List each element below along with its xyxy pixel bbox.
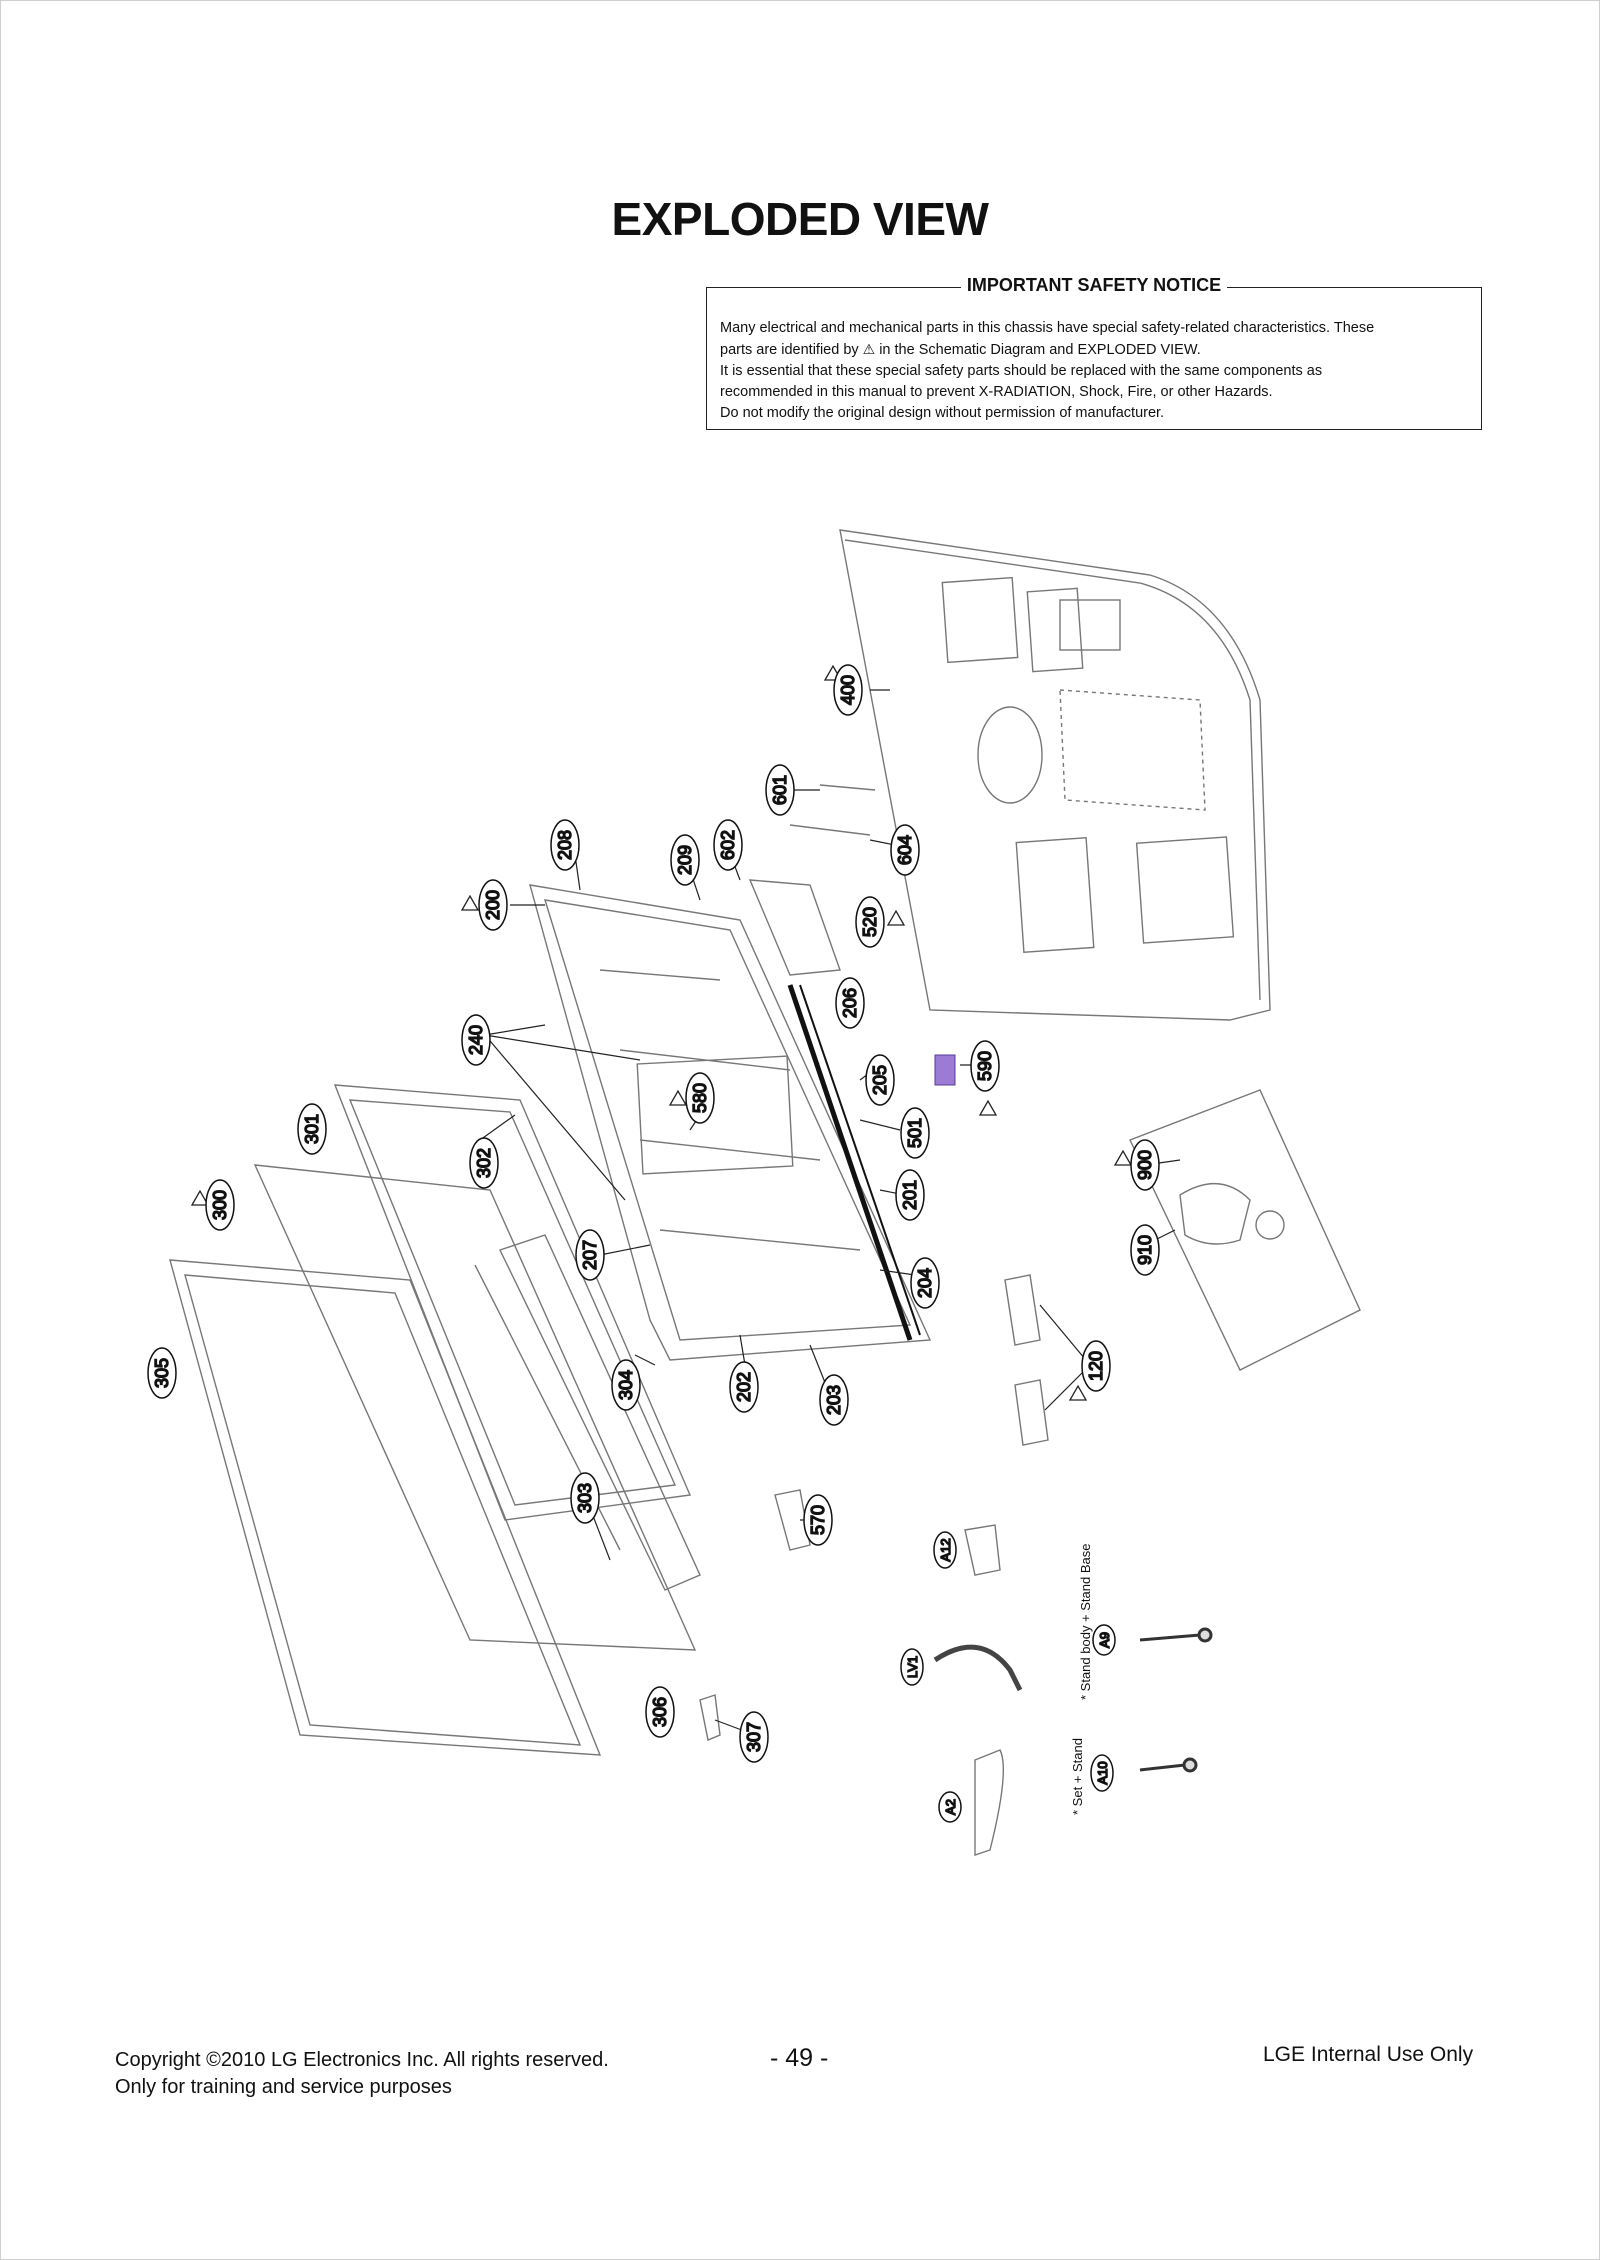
callout-305: 305 [152,1358,172,1388]
callout-520: 520 [860,907,880,937]
callout-301: 301 [302,1114,322,1144]
warning-triangle-icon: ⚠ [862,341,876,357]
callout-204: 204 [915,1268,935,1298]
callout-208: 208 [555,830,575,860]
warning-triangle-icon [1068,1384,1088,1401]
callout-307: 307 [744,1722,764,1752]
cable-lv1-icon [933,1644,1023,1692]
callout-lv1: LV1 [905,1656,920,1678]
purpose-text: Only for training and service purposes [115,2076,452,2098]
speaker-120a [1004,1274,1041,1346]
screw-a10-icon [1139,1763,1186,1772]
callout-a12: A12 [938,1538,953,1561]
callout-240: 240 [466,1025,486,1055]
panel-frame-301 [333,1084,692,1521]
notice-line: recommended in this manual to prevent X-… [720,384,1273,400]
panel-frame-300 [253,1164,697,1651]
callout-501: 501 [905,1118,925,1148]
speaker-120b [1014,1379,1049,1446]
callout-200: 200 [483,890,503,920]
warning-triangle-icon [1113,1149,1133,1166]
notice-line: Many electrical and mechanical parts in … [720,320,1375,336]
callout-206: 206 [840,988,860,1018]
panel-frame-305 [169,1259,602,1756]
callout-a9: A9 [1097,1632,1112,1648]
callout-400: 400 [838,675,858,705]
callout-207: 207 [580,1240,600,1270]
callout-203: 203 [824,1385,844,1415]
callout-304: 304 [616,1370,636,1400]
main-board-outline [748,879,841,976]
warning-triangle-icon [190,1189,210,1206]
footer-left: Copyright ©2010 LG Electronics Inc. All … [115,2047,609,2101]
callout-a10: A10 [1095,1761,1110,1784]
exploded-view-diagram: 400 601 604 602 209 208 200 520 206 240 … [147,529,1361,1856]
copyright-text: Copyright ©2010 LG Electronics Inc. All … [115,2049,609,2071]
warning-triangle-icon [978,1099,998,1116]
chassis-frame-outline [529,884,932,1361]
internal-use-text: LGE Internal Use Only [1263,2043,1474,2066]
lg-logo-shape [977,706,1043,804]
callout-300: 300 [210,1190,230,1220]
warning-triangle-icon [886,909,906,926]
front-cabinet-304 [499,1234,701,1591]
warning-triangle-icon [460,894,480,911]
set-stand-note: * Set + Stand [1070,1738,1085,1815]
page-title: EXPLODED VIEW [611,193,989,245]
notice-line: parts are identified by⚠in the Schematic… [720,341,1201,358]
callout-900: 900 [1135,1150,1155,1180]
callout-a2: A2 [943,1799,958,1815]
callout-590: 590 [975,1051,995,1081]
part-590-icon [934,1054,956,1086]
callout-202: 202 [734,1372,754,1402]
notice-line: Do not modify the original design withou… [720,405,1165,421]
callout-306: 306 [650,1697,670,1727]
callout-302: 302 [474,1148,494,1178]
callout-209: 209 [675,845,695,875]
callout-580: 580 [690,1083,710,1113]
safety-notice-body: Many electrical and mechanical parts in … [720,318,1468,424]
callout-303: 303 [575,1483,595,1513]
stand-body-note: * Stand body + Stand Base [1078,1544,1093,1700]
safety-notice-box: IMPORTANT SAFETY NOTICE Many electrical … [706,275,1482,430]
stand-base-outline [1129,1089,1361,1371]
back-cover-outline [839,529,1271,1021]
page-number: - 49 - [770,2044,829,2072]
callout-205: 205 [870,1065,890,1095]
callout-601: 601 [770,775,790,805]
callout-604: 604 [895,835,915,865]
notice-line: It is essential that these special safet… [720,363,1323,379]
led-rail [787,984,913,1341]
callout-120: 120 [1086,1351,1106,1381]
safety-notice-heading: IMPORTANT SAFETY NOTICE [960,275,1228,295]
callout-602: 602 [718,830,738,860]
callout-570: 570 [808,1505,828,1535]
callout-910: 910 [1135,1235,1155,1265]
warning-triangle-icon [668,1089,688,1106]
callout-201: 201 [900,1180,920,1210]
screw-a9-icon [1139,1633,1201,1642]
